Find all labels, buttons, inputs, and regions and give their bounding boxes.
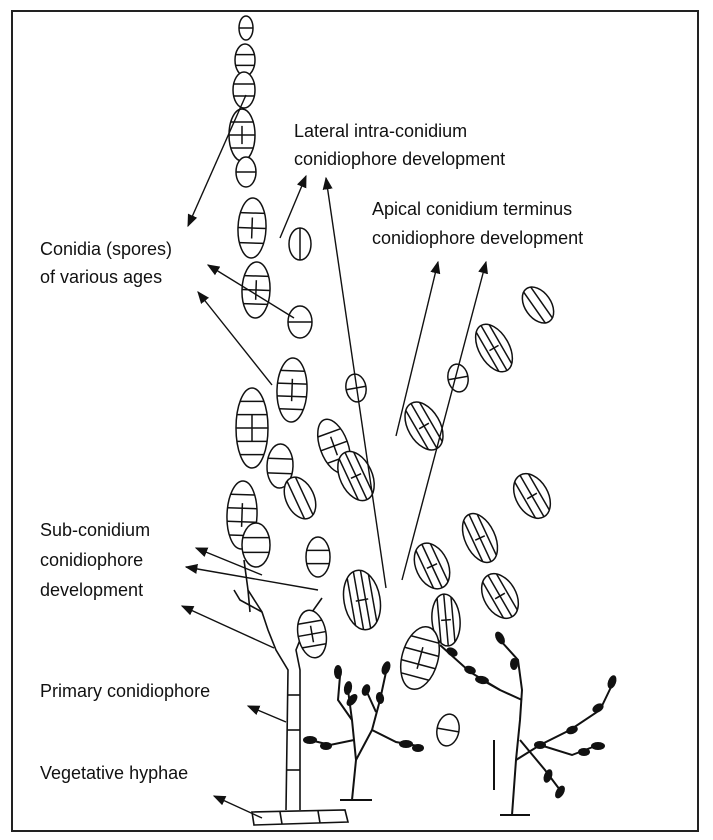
- small-conidium: [606, 674, 618, 690]
- conidium: [339, 567, 385, 632]
- label-vegetative: Vegetative hyphae: [40, 760, 188, 786]
- conidium: [241, 262, 271, 319]
- conidium: [235, 44, 255, 76]
- label-sub-line1: Sub-conidium: [40, 517, 150, 543]
- conidium: [236, 157, 256, 187]
- small-conidium: [303, 736, 317, 744]
- small-conidium: [542, 768, 554, 784]
- conidium: [294, 608, 330, 660]
- small-conidium: [360, 683, 372, 697]
- conidium: [434, 712, 461, 747]
- conidium: [344, 372, 369, 403]
- conidium: [474, 567, 526, 625]
- primary-conidiophore: [234, 560, 322, 810]
- label-sub-line3: development: [40, 577, 143, 603]
- small-conidiophore-right: [440, 640, 612, 815]
- label-primary: Primary conidiophore: [40, 678, 210, 704]
- label-apical-line2: conidiophore development: [372, 225, 583, 251]
- conidium: [306, 537, 330, 577]
- label-lateral-line1: Lateral intra-conidium: [294, 118, 467, 144]
- label-lateral-line2: conidiophore development: [294, 146, 505, 172]
- small-conidia-dots: [303, 630, 618, 800]
- conidium: [236, 388, 268, 468]
- label-conidia-line2: of various ages: [40, 264, 162, 290]
- conidium: [237, 198, 267, 259]
- small-conidium: [343, 680, 353, 695]
- conidium: [229, 109, 255, 161]
- conidium: [233, 72, 255, 108]
- label-apical-line1: Apical conidium terminus: [372, 196, 572, 222]
- small-conidium: [334, 665, 342, 679]
- conidium: [468, 318, 520, 378]
- conidium: [407, 537, 456, 594]
- conidium: [516, 281, 560, 329]
- small-conidium: [412, 744, 424, 752]
- label-conidia-line1: Conidia (spores): [40, 236, 172, 262]
- conidium: [455, 508, 504, 568]
- small-conidium: [399, 740, 413, 748]
- small-conidium: [493, 630, 507, 646]
- small-conidium: [320, 742, 332, 750]
- conidium: [506, 467, 558, 525]
- small-conidium: [375, 691, 385, 704]
- conidium: [288, 306, 312, 338]
- conidium: [242, 523, 270, 567]
- conidium: [239, 16, 253, 40]
- small-conidium: [553, 784, 567, 800]
- small-conidium: [380, 660, 392, 676]
- label-sub-line2: conidiophore: [40, 547, 143, 573]
- conidium: [276, 357, 308, 422]
- conidium: [289, 228, 311, 260]
- vegetative-hyphae: [252, 810, 348, 825]
